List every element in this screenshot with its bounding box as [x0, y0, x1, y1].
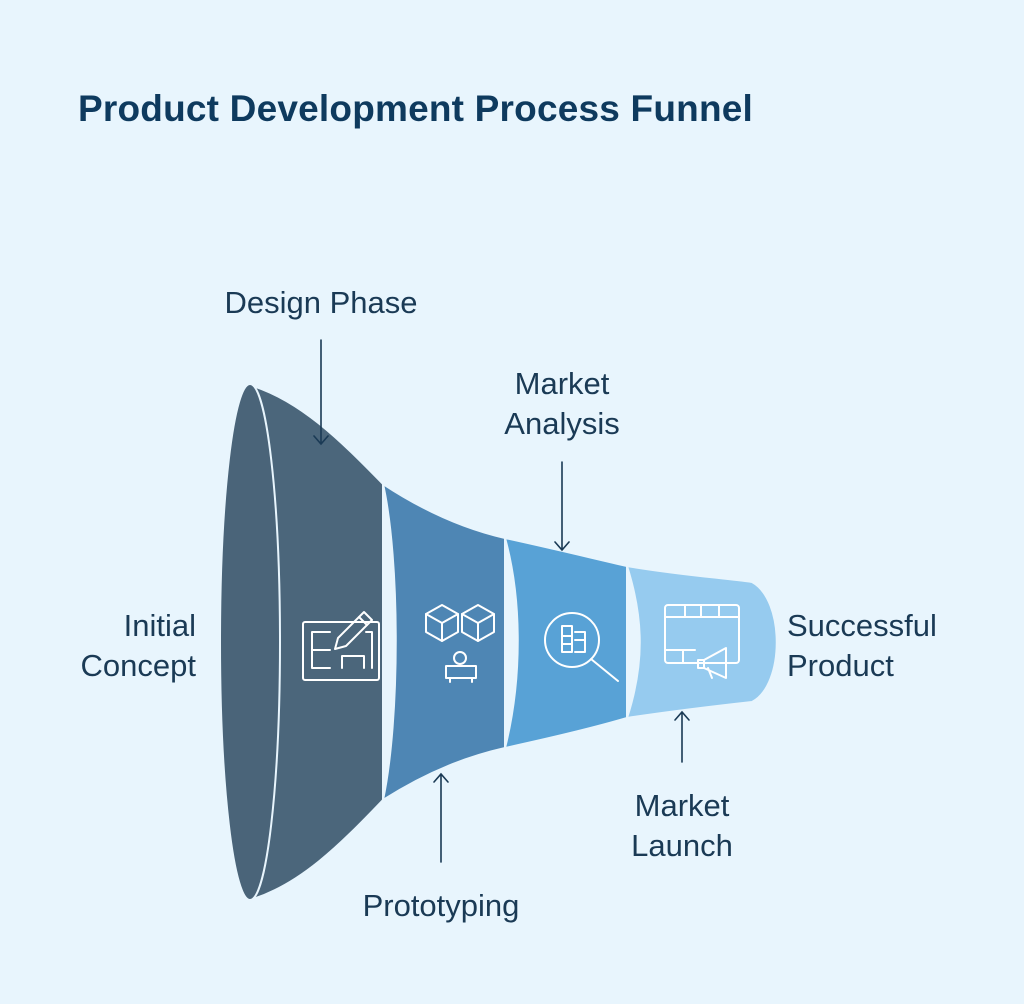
label-initial-concept-line2: Concept — [81, 648, 197, 683]
label-initial-concept-line1: Initial — [124, 608, 196, 643]
cubes-prototype-icon — [425, 604, 495, 683]
arrow-design-phase — [313, 339, 329, 446]
funnel-rim — [219, 383, 281, 901]
arrow-prototyping — [433, 772, 449, 863]
label-prototyping: Prototyping — [363, 888, 520, 923]
funnel-stage-prototyping — [381, 481, 506, 803]
label-market-analysis-line2: Analysis — [504, 406, 619, 441]
arrow-market-analysis — [554, 461, 570, 552]
arrow-market-launch — [674, 710, 690, 763]
magnifier-chart-icon — [544, 612, 619, 682]
blueprint-pencil-icon — [302, 611, 380, 681]
calendar-megaphone-icon — [664, 604, 740, 679]
label-market-launch-line2: Launch — [631, 828, 733, 863]
label-market-launch-line1: Market — [635, 788, 730, 823]
label-market-analysis-line1: Market — [515, 366, 610, 401]
page-title: Product Development Process Funnel — [78, 88, 754, 129]
funnel-stage-market-launch — [625, 564, 778, 720]
label-successful-product-line1: Successful — [787, 608, 937, 643]
label-design-phase: Design Phase — [224, 285, 417, 320]
label-successful-product-line2: Product — [787, 648, 894, 683]
